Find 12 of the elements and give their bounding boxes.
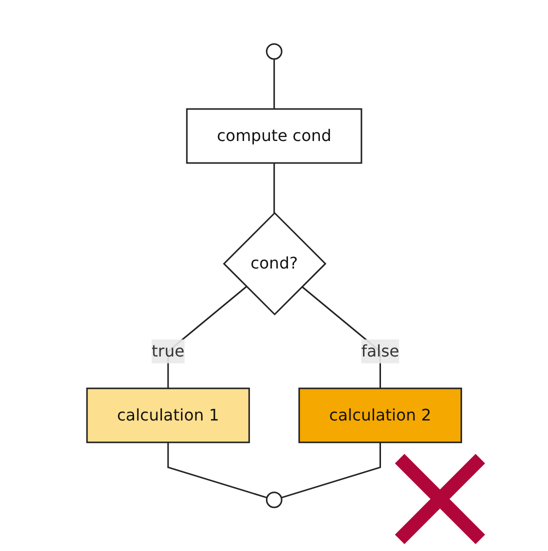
node-diamond: cond?: [222, 212, 326, 316]
edge-label: true: [152, 341, 184, 360]
edge-label: false: [361, 341, 400, 360]
node-circle: [266, 491, 282, 508]
node-box: compute cond: [186, 108, 362, 164]
connector: [280, 442, 381, 498]
connector: [273, 58, 275, 109]
connector: [273, 162, 275, 213]
node-box: calculation 1: [86, 387, 250, 443]
connector: [167, 442, 268, 498]
node-box: calculation 2: [298, 387, 462, 443]
node-circle: [266, 43, 282, 60]
